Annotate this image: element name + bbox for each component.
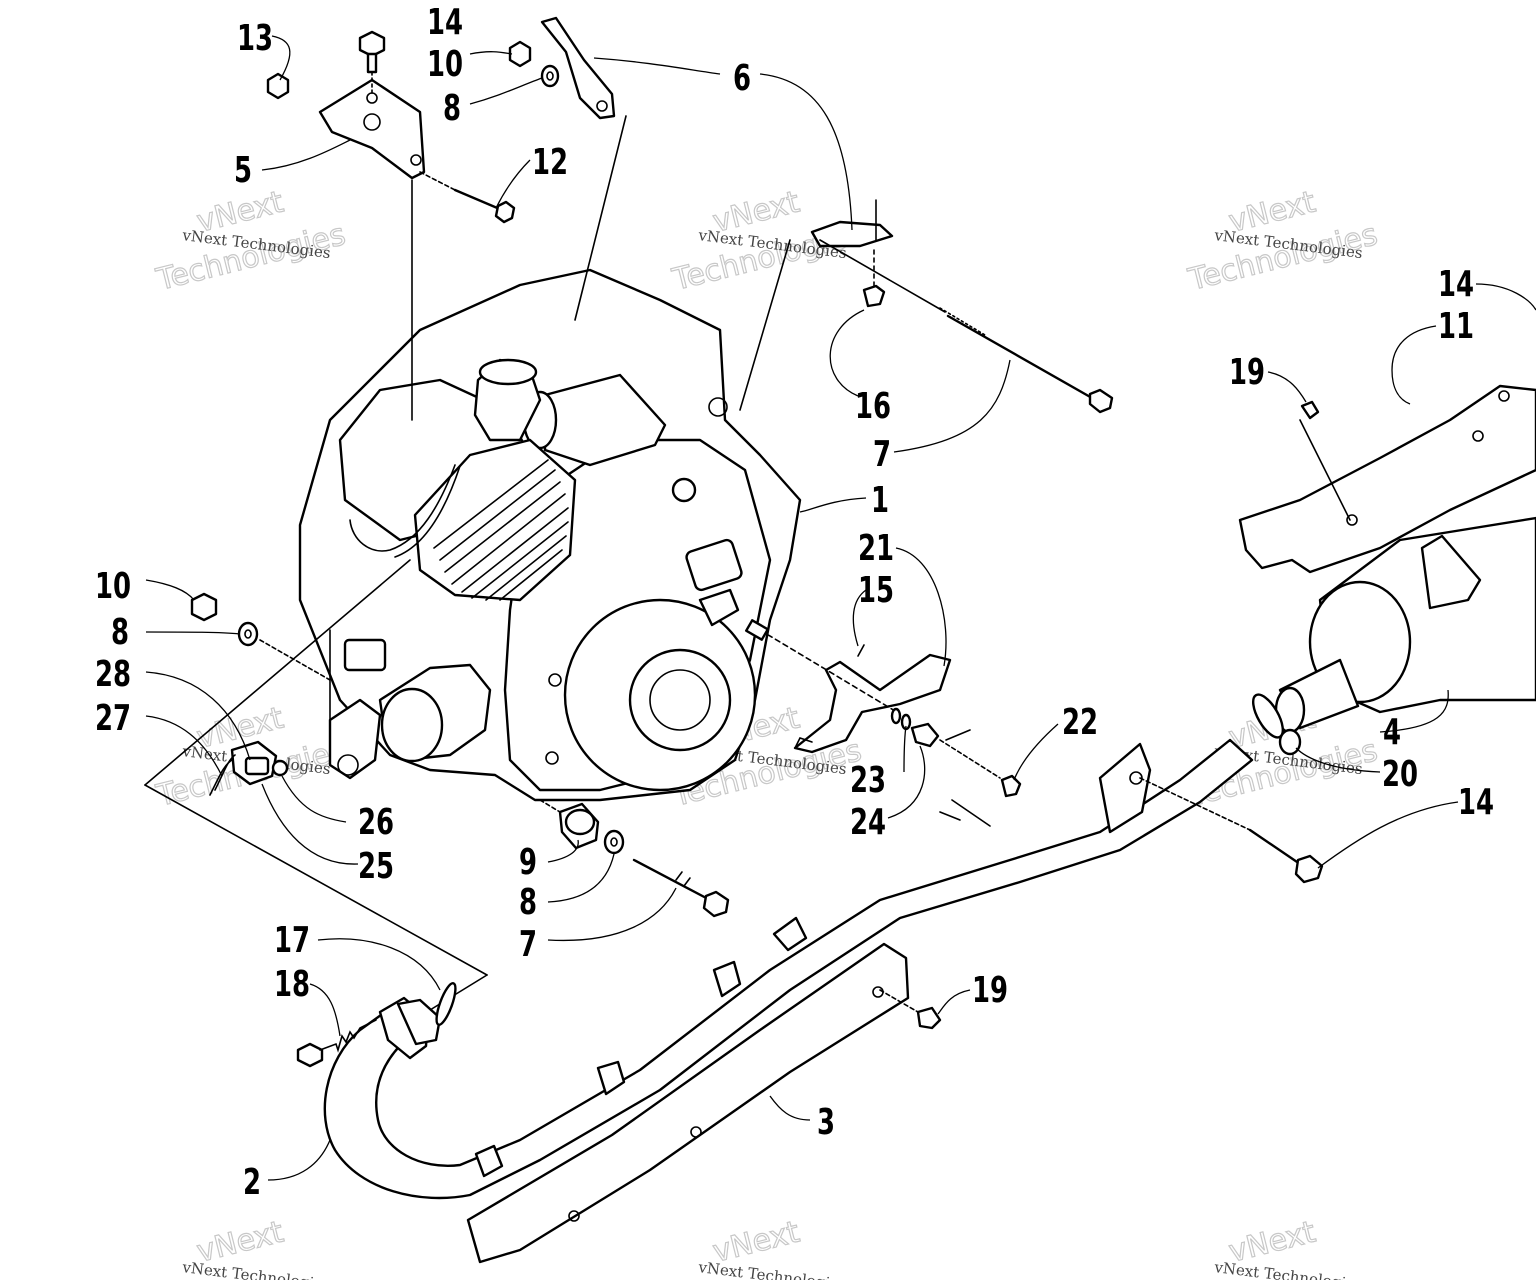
callout-numbers: 13 14 10 8 6 5 12 14 11 19 16 7 1 21 15 … bbox=[95, 2, 1494, 1203]
callout-10-top: 10 bbox=[427, 44, 463, 85]
assembly-line-6 bbox=[574, 115, 627, 321]
callout-19-right: 19 bbox=[1229, 352, 1265, 393]
svg-text:vNext Technologies: vNext Technologies bbox=[181, 1258, 332, 1280]
bolt-12 bbox=[419, 171, 516, 224]
spacer-9 bbox=[558, 802, 600, 850]
callout-8-bottom: 8 bbox=[519, 882, 537, 923]
callout-28: 28 bbox=[95, 654, 131, 695]
callout-19-bottom: 19 bbox=[972, 970, 1008, 1011]
callout-13: 13 bbox=[237, 18, 273, 59]
callout-3: 3 bbox=[817, 1102, 835, 1143]
muffler-heat-shield-11 bbox=[1238, 384, 1536, 574]
callout-18: 18 bbox=[274, 964, 310, 1005]
callout-14-bottom: 14 bbox=[1458, 782, 1494, 823]
callout-11: 11 bbox=[1438, 306, 1474, 347]
callout-8-top: 8 bbox=[443, 88, 461, 129]
washer-8-left bbox=[237, 621, 259, 647]
engine-assembly bbox=[298, 268, 802, 802]
bracket-6-right bbox=[810, 199, 894, 248]
nut-10-left bbox=[190, 592, 218, 622]
muffler-4 bbox=[1274, 516, 1536, 734]
bolt-14-top bbox=[358, 30, 386, 96]
watermark-bottom-center: vNext vNext Technologies bbox=[697, 1214, 848, 1280]
callout-14-top: 14 bbox=[427, 2, 463, 43]
watermark-top-right: vNext Technologies vNext Technologies bbox=[1184, 184, 1382, 299]
callout-16: 16 bbox=[855, 386, 891, 427]
callout-7-top: 7 bbox=[873, 434, 891, 475]
watermark-top-left: vNext Technologies vNext Technologies bbox=[152, 184, 350, 299]
exhaust-header-pipe-2 bbox=[323, 738, 1254, 1200]
bracket-21 bbox=[793, 653, 952, 754]
callout-4: 4 bbox=[1383, 712, 1401, 753]
engine-mount-bracket-5 bbox=[318, 78, 426, 180]
washer-8-top bbox=[540, 64, 560, 88]
watermark-bottom-left: vNext vNext Technologies bbox=[181, 1214, 332, 1280]
bolt-7-bottom bbox=[539, 799, 730, 918]
svg-text:vNext Technologies: vNext Technologies bbox=[697, 1258, 848, 1280]
callout-5: 5 bbox=[234, 150, 252, 191]
assembly-line-left bbox=[259, 639, 331, 681]
assembly-line-21 bbox=[759, 629, 901, 715]
callout-2: 2 bbox=[243, 1162, 261, 1203]
callout-27: 27 bbox=[95, 698, 131, 739]
callout-1: 1 bbox=[871, 480, 889, 521]
mount-line-b bbox=[144, 784, 488, 976]
mount-line-a bbox=[144, 559, 411, 786]
callout-22: 22 bbox=[1062, 702, 1098, 743]
gasket-17 bbox=[435, 982, 457, 1026]
bolt-14-bottom-right bbox=[1139, 777, 1324, 884]
assembly-line-6-right bbox=[739, 239, 791, 411]
screw-19-right bbox=[1299, 400, 1351, 521]
watermark-bottom-right: vNext vNext Technologies bbox=[1213, 1214, 1364, 1280]
callout-14-right: 14 bbox=[1438, 264, 1474, 305]
engine-mount-bracket-6 bbox=[540, 16, 616, 120]
callout-17: 17 bbox=[274, 920, 310, 961]
o-rings-23 bbox=[890, 707, 912, 731]
long-bolt-7-top bbox=[819, 239, 1114, 414]
callout-26: 26 bbox=[358, 802, 394, 843]
callout-9: 9 bbox=[519, 842, 537, 883]
clamp-20 bbox=[1252, 693, 1302, 756]
heat-shield-3 bbox=[466, 942, 910, 1264]
leader-lines bbox=[145, 35, 1536, 1181]
callout-21: 21 bbox=[858, 528, 894, 569]
callout-20: 20 bbox=[1382, 754, 1418, 795]
callout-6: 6 bbox=[733, 58, 751, 99]
callout-10-left: 10 bbox=[95, 566, 131, 607]
sensor-assembly bbox=[209, 740, 289, 796]
washer-8-bottom bbox=[603, 829, 625, 855]
bolt-18 bbox=[296, 1019, 377, 1068]
nut-22 bbox=[939, 729, 1022, 827]
nut-10-top bbox=[508, 40, 532, 68]
callout-25: 25 bbox=[358, 846, 394, 887]
stud-15 bbox=[745, 619, 865, 657]
callout-8-left: 8 bbox=[111, 612, 129, 653]
callout-15: 15 bbox=[858, 570, 894, 611]
nut-13 bbox=[266, 72, 290, 100]
callout-12: 12 bbox=[532, 142, 568, 183]
callout-7-bottom: 7 bbox=[519, 924, 537, 965]
svg-text:vNext Technologies: vNext Technologies bbox=[1213, 1258, 1364, 1280]
sensor-24 bbox=[910, 722, 940, 748]
screw-19-bottom bbox=[879, 989, 942, 1030]
callout-23: 23 bbox=[850, 760, 886, 801]
callout-24: 24 bbox=[850, 802, 886, 843]
bolt-16 bbox=[862, 249, 886, 308]
